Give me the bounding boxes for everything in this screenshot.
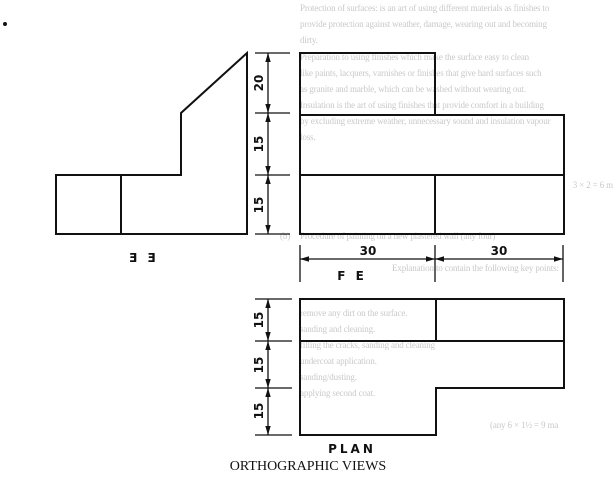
stray-dot <box>3 22 7 26</box>
plan-vertical-dimension <box>255 298 292 436</box>
bleed-line: Insulation is the art of using finishes … <box>300 100 544 110</box>
bleed-point: remove any dirt on the surface. <box>300 308 408 318</box>
bleed-line: as granite and marble, which can be wash… <box>300 84 526 94</box>
bleed-line: Preparation to using finishes which make… <box>300 52 530 62</box>
dim-plan-15a: 15 <box>252 312 266 329</box>
end-elevation-outline <box>55 50 248 235</box>
fe-top-block <box>299 52 436 116</box>
dim-fe-15b: 15 <box>252 197 266 214</box>
dim-fe-20: 20 <box>252 75 266 92</box>
bleed-point: undercoat application. <box>300 356 377 366</box>
dim-plan-15b: 15 <box>252 357 266 374</box>
bleed-line: Protection of surfaces: is an art of usi… <box>300 3 550 13</box>
fe-vertical-dimension <box>255 52 290 235</box>
bleed-line: like paints, lacquers, varnishes or fini… <box>300 68 542 78</box>
fe-bottom-band <box>299 174 565 235</box>
dim-fe-15a: 15 <box>252 136 266 153</box>
dim-fe-30b: 30 <box>491 244 508 258</box>
bleed-line: dirty. <box>300 35 318 45</box>
bleed-line: loss. <box>300 132 316 142</box>
bleed-point: filling the cracks, sanding and cleaning <box>300 340 435 350</box>
fe-middle-band <box>299 114 565 176</box>
bleed-part-label: (b) <box>280 231 291 241</box>
bleed-line: by excluding extreme weather, unnecessar… <box>300 116 551 126</box>
plan-label: PLAN <box>328 442 376 456</box>
fe-horizontal-dimension <box>299 245 564 282</box>
end-elevation-label: E E <box>126 251 156 265</box>
bleed-point: applying second coat. <box>300 388 376 398</box>
bleed-marks: 3 × 2 = 6 m <box>572 180 613 190</box>
bleed-point: sanding/dusting. <box>300 372 357 382</box>
dim-plan-15c: 15 <box>252 403 266 420</box>
plan-outline <box>299 298 565 436</box>
bleed-heading: Procedure of painting on a new plastered… <box>300 231 496 241</box>
front-elevation-label: F E <box>337 269 367 283</box>
bleed-explanation: Explanation to contain the following key… <box>392 263 559 273</box>
bleed-line: provide protection against weather, dama… <box>300 19 547 29</box>
figure-caption: ORTHOGRAPHIC VIEWS <box>229 459 387 474</box>
bleed-marks: (any 6 × 1½ = 9 ma <box>490 420 559 430</box>
dim-fe-30a: 30 <box>360 244 377 258</box>
bleed-point: sanding and cleaning. <box>300 324 376 334</box>
